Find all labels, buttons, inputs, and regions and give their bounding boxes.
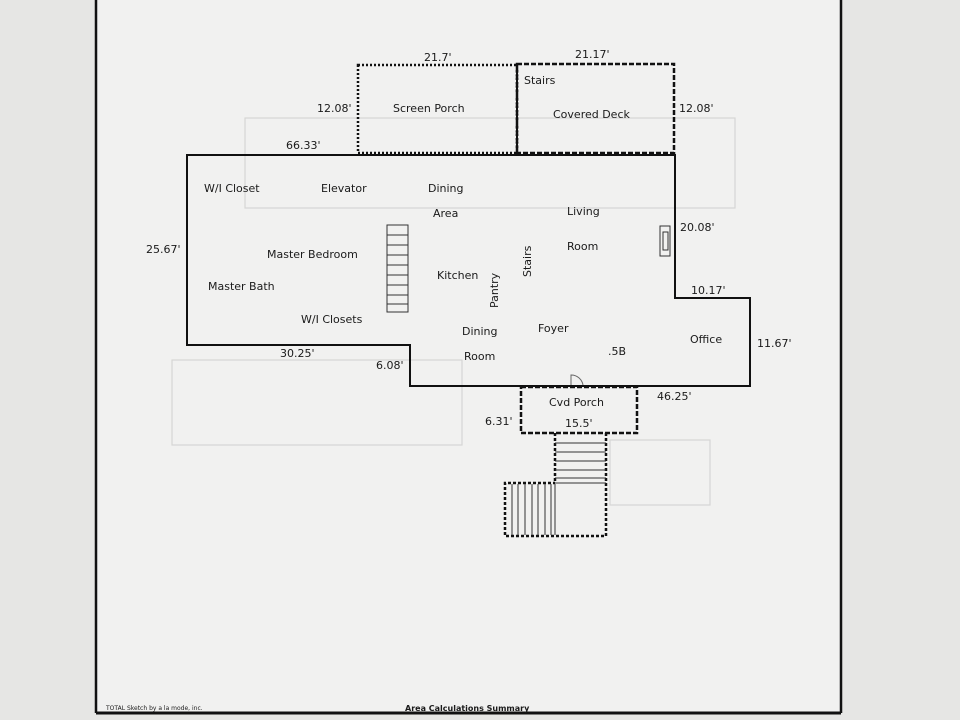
screen-porch-outline [356, 63, 519, 155]
dim-office-step: 10.17' [691, 284, 726, 297]
label-master-bedroom: Master Bedroom [267, 248, 358, 261]
dimension-labels: 21.7' 21.17' 12.08' 12.08' 66.33' 25.67'… [146, 48, 792, 430]
label-covered-deck: Covered Deck [553, 108, 631, 121]
label-wi-closets: W/I Closets [301, 313, 363, 326]
dim-porch-width: 15.5' [565, 417, 593, 430]
label-master-bath: Master Bath [208, 280, 275, 293]
label-kitchen: Kitchen [437, 269, 478, 282]
cvd-porch-outline [519, 385, 639, 435]
door-swing-icon [570, 374, 584, 386]
dim-screen-porch-depth: 12.08' [317, 102, 352, 115]
label-stairs-top: Stairs [524, 74, 556, 87]
footer-title: Area Calculations Summary [405, 704, 530, 713]
label-dining-room-1: Dining [462, 325, 498, 338]
exterior-stair-icon [503, 433, 608, 538]
dim-covered-deck-depth: 12.08' [679, 102, 714, 115]
dim-bottom-left: 30.25' [280, 347, 315, 360]
dim-bottom-step: 6.08' [376, 359, 404, 372]
label-dining-area-2: Area [433, 207, 458, 220]
label-wi-closet: W/I Closet [204, 182, 260, 195]
dim-covered-deck-width: 21.17' [575, 48, 610, 61]
label-dining-room-2: Room [464, 350, 495, 363]
dim-office-right: 11.67' [757, 337, 792, 350]
label-pantry: Pantry [488, 272, 501, 308]
dim-right-upper: 20.08' [680, 221, 715, 234]
fireplace-icon [659, 225, 671, 257]
label-stairs-mid: Stairs [521, 245, 534, 277]
label-elevator: Elevator [321, 182, 367, 195]
footer-software: TOTAL Sketch by a la mode, inc. [105, 705, 203, 712]
paper-sheet [96, 0, 842, 713]
label-living-1: Living [567, 205, 600, 218]
bleed-through-lines [171, 117, 736, 506]
label-foyer: Foyer [538, 322, 569, 335]
dim-top-wall: 66.33' [286, 139, 321, 152]
label-living-2: Room [567, 240, 598, 253]
dim-bottom-right: 46.25' [657, 390, 692, 403]
covered-deck-outline [515, 62, 676, 155]
label-office: Office [690, 333, 722, 346]
room-labels: Screen Porch Stairs Covered Deck W/I Clo… [204, 74, 722, 409]
label-cvd-porch: Cvd Porch [549, 396, 604, 409]
label-half-bath: .5B [608, 345, 626, 358]
dim-left-wall: 25.67' [146, 243, 181, 256]
label-screen-porch: Screen Porch [393, 102, 465, 115]
dim-porch-depth: 6.31' [485, 415, 513, 428]
main-floor-outline [186, 154, 751, 387]
interior-stair-icon [386, 224, 409, 313]
dim-screen-porch-width: 21.7' [424, 51, 452, 64]
label-dining-area-1: Dining [428, 182, 464, 195]
